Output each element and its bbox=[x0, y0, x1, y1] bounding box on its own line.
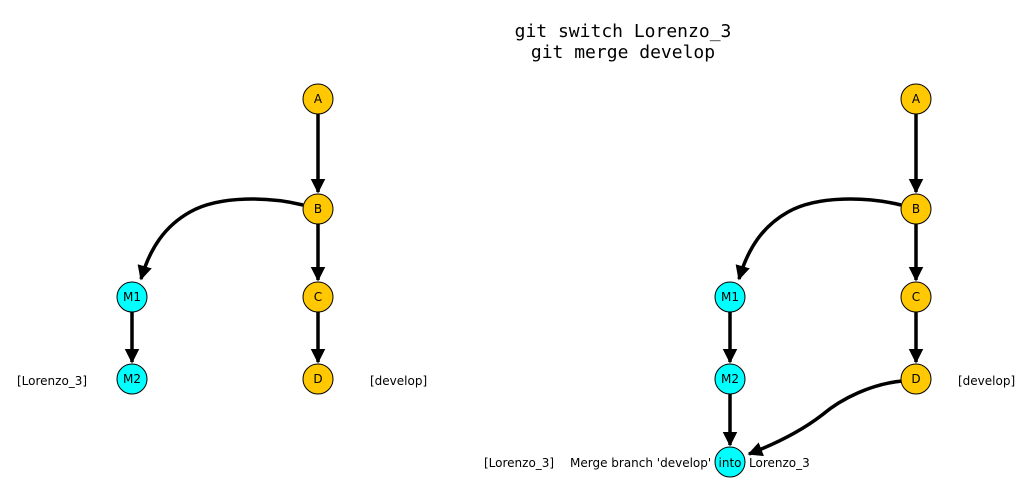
edge-b-m1 bbox=[137, 197, 304, 281]
commit-node-b[interactable]: B bbox=[302, 193, 334, 225]
commit-label: A bbox=[912, 92, 921, 106]
commit-label: M2 bbox=[123, 372, 141, 386]
commit-node-b[interactable]: B bbox=[900, 193, 932, 225]
commit-label: D bbox=[911, 372, 920, 386]
before-graph: A B C D M1 M2 [Lorenzo_3] [develop] bbox=[17, 83, 427, 395]
commit-label: A bbox=[314, 92, 323, 106]
command-line-2: git merge develop bbox=[531, 42, 715, 63]
branch-label-develop: [develop] bbox=[370, 374, 427, 388]
commit-node-m2[interactable]: M2 bbox=[116, 363, 148, 395]
commit-label: B bbox=[912, 202, 920, 216]
branch-label-lorenzo: [Lorenzo_3] bbox=[484, 456, 554, 470]
commit-label: C bbox=[912, 290, 920, 304]
commit-label: B bbox=[314, 202, 322, 216]
commit-node-c[interactable]: C bbox=[900, 281, 932, 313]
commit-node-m1[interactable]: M1 bbox=[116, 281, 148, 313]
branch-label-lorenzo: [Lorenzo_3] bbox=[17, 374, 87, 388]
merge-message-left: Merge branch 'develop' bbox=[570, 456, 711, 470]
commit-label: D bbox=[313, 372, 322, 386]
commit-node-c[interactable]: C bbox=[302, 281, 334, 313]
commit-node-a[interactable]: A bbox=[900, 83, 932, 115]
commit-label: M2 bbox=[721, 372, 739, 386]
command-line-1: git switch Lorenzo_3 bbox=[515, 21, 732, 42]
branch-label-develop: [develop] bbox=[958, 374, 1015, 388]
commit-node-d[interactable]: D bbox=[302, 363, 334, 395]
edge-b-m1 bbox=[735, 197, 902, 281]
commit-node-a[interactable]: A bbox=[302, 83, 334, 115]
edge-d-merge bbox=[747, 379, 903, 457]
commit-label: C bbox=[314, 290, 322, 304]
commit-node-m1[interactable]: M1 bbox=[714, 281, 746, 313]
commit-node-m2[interactable]: M2 bbox=[714, 363, 746, 395]
commit-node-d[interactable]: D bbox=[900, 363, 932, 395]
commit-node-merge[interactable]: into bbox=[714, 446, 746, 478]
after-graph: A B C D M1 M2 into [Lorenzo_3] Merge bra… bbox=[484, 83, 1015, 478]
commit-label: M1 bbox=[123, 290, 141, 304]
merge-message-right: Lorenzo_3 bbox=[749, 456, 810, 470]
commit-label: into bbox=[719, 456, 742, 470]
commit-label: M1 bbox=[721, 290, 739, 304]
